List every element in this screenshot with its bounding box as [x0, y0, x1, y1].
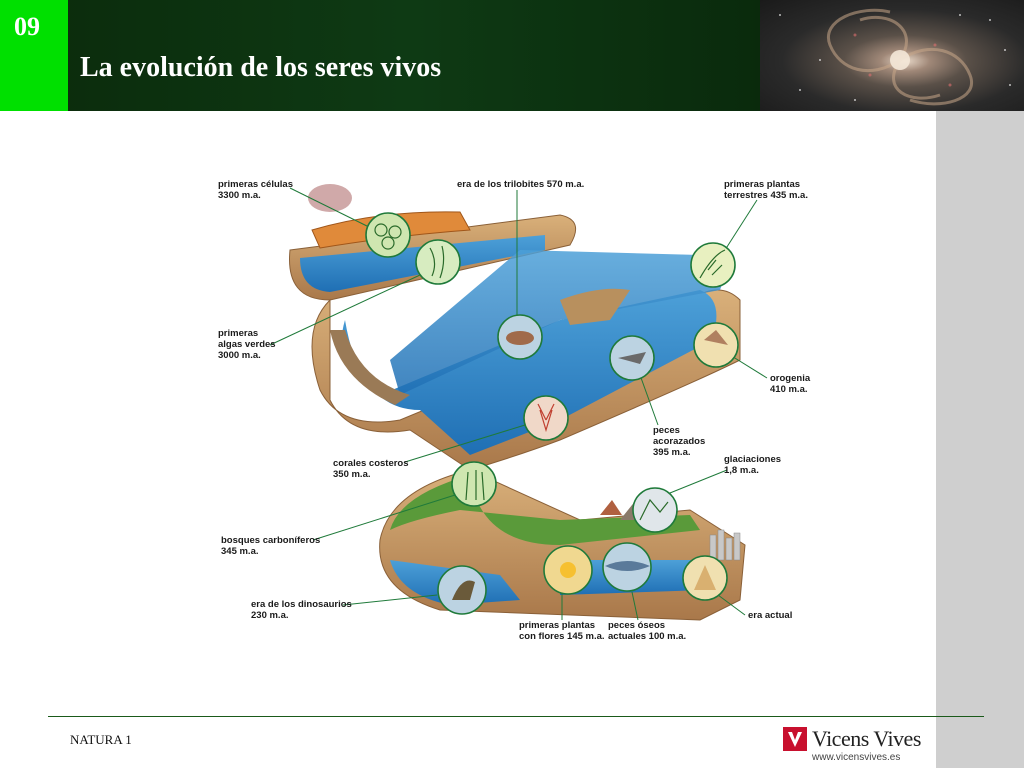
footer-book-title: NATURA 1 [70, 732, 132, 747]
footer-brand: Vicens Vives [812, 726, 921, 751]
coral-icon [523, 395, 569, 441]
green-algae-icon [415, 239, 461, 285]
label-orogeny: orogenia 410 m.a. [770, 373, 811, 395]
land-plants-icon [690, 242, 736, 288]
callout-circles [365, 212, 739, 615]
slide-header: 09 La evolución de los seres vivos [0, 0, 1024, 111]
label-first-cells: primeras células 3300 m.a. [218, 179, 293, 201]
label-bony-fish: peces óseos actuales 100 m.a. [608, 620, 687, 642]
galaxy-image [760, 0, 1024, 111]
footer-url: www.vicensvives.es [812, 752, 901, 763]
label-carboniferous: bosques carboníferos 345 m.a. [221, 535, 321, 557]
label-modern-era: era actual [748, 610, 793, 621]
label-green-algae: primeras algas verdes 3000 m.a. [218, 328, 276, 361]
right-sidebar-bar [936, 111, 1024, 768]
band-middle [311, 250, 741, 471]
label-armored-fish: peces acorazados 395 m.a. [653, 425, 706, 458]
label-land-plants: primeras plantas terrestres 435 m.a. [724, 179, 808, 201]
cells-icon [365, 212, 411, 258]
slide-title: La evolución de los seres vivos [80, 52, 442, 83]
carboniferous-forest-icon [451, 461, 497, 507]
label-flowering-plants: primeras plantas con flores 145 m.a. [519, 620, 605, 642]
chapter-number-box: 09 [0, 0, 68, 111]
label-trilobites: era de los trilobites 570 m.a. [457, 179, 585, 190]
label-glaciations: glaciaciones 1,8 m.a. [724, 454, 782, 476]
orogeny-icon [693, 322, 739, 368]
footer-divider [48, 716, 984, 717]
callout-lines [269, 187, 768, 621]
label-corals: corales costeros 350 m.a. [333, 458, 409, 480]
label-dinosaurs: era de los dinosaurios 230 m.a. [251, 599, 352, 621]
glaciation-icon [632, 487, 678, 533]
chapter-number: 09 [14, 12, 40, 41]
vicens-vives-logo-icon [783, 727, 807, 751]
